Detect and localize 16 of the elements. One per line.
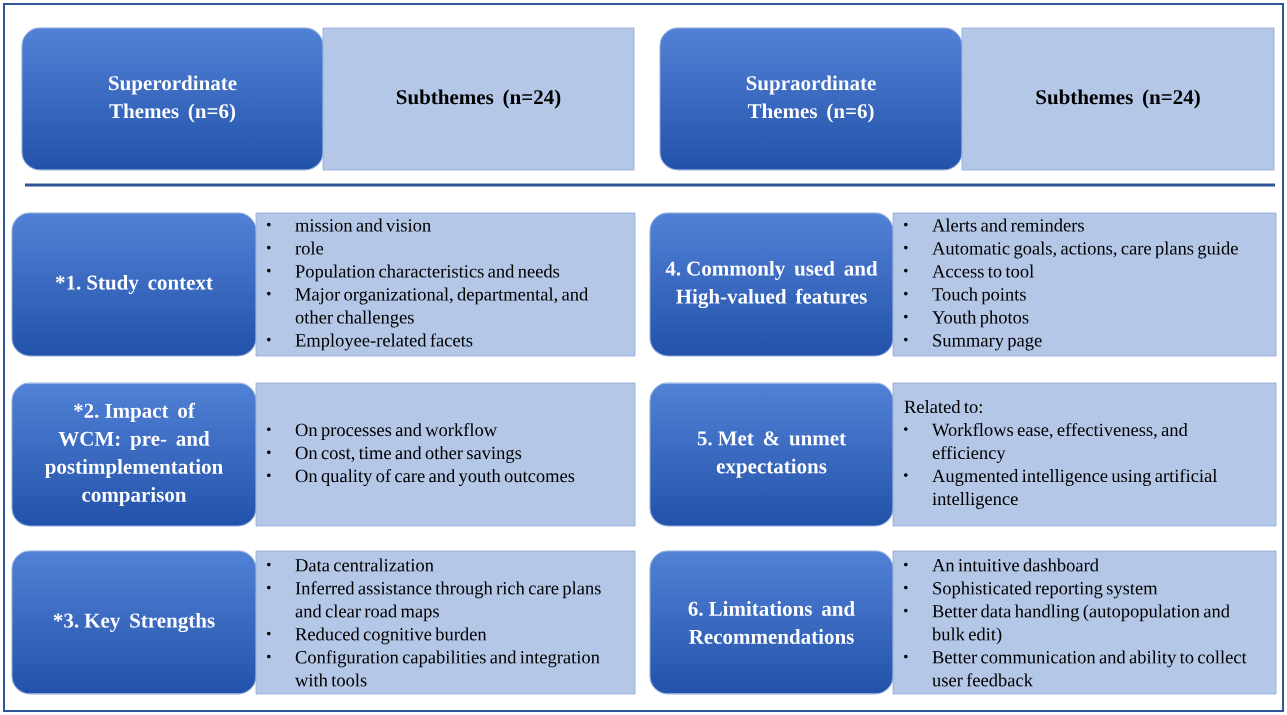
subtheme-list: An intuitive dashboard Sophisticated reporting system Better data handling (autopopulation and bulk edit) Better communication and ability to collect user feedback	[892, 550, 1277, 695]
theme-box: Superordinate Themes (n=6)	[21, 27, 324, 171]
theme-box: *3. Key Strengths	[11, 550, 257, 695]
subtheme-list: Data centralization Inferred assistance through rich care plans and clear road maps Reduced cognitive burden Configuration capabilities and integration with tools	[255, 550, 636, 695]
subtheme-list: Related to: Workflows ease, effectiveness, and efficiency Augmented intelligence using artificial intelligence	[892, 382, 1277, 527]
theme-box: 5. Met & unmet expectations	[649, 382, 894, 527]
header-box: Subthemes (n=24)	[961, 27, 1275, 171]
subtheme-list: Alerts and reminders Automatic goals, actions, care plans guide Access to tool Touch points Youth photos Summary page	[892, 212, 1277, 357]
subtheme-list: mission and vision role Population characteristics and needs Major organizational, departmental, and other challenges Employee-related facets	[255, 212, 636, 357]
theme-box: Supraordinate Themes (n=6)	[659, 27, 963, 171]
theme-box: *2. Impact of WCM: pre- and postimplementation comparison	[11, 382, 257, 527]
header-box: Subthemes (n=24)	[322, 27, 635, 171]
theme-box: *1. Study context	[11, 212, 257, 357]
theme-box: 4. Commonly used and High-valued features	[649, 212, 894, 357]
subtheme-list: On processes and workflow On cost, time and other savings On quality of care and youth outcomes	[255, 382, 636, 527]
theme-box: 6. Limitations and Recommendations	[649, 550, 894, 695]
